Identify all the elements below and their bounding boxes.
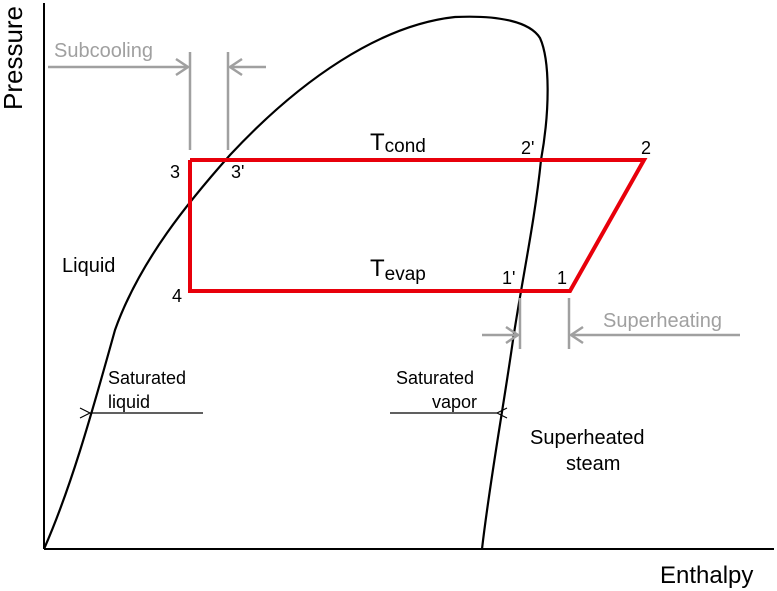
superheating-annotation <box>482 298 740 349</box>
t-evap-label: Tevap <box>370 255 426 285</box>
t-cond-label: Tcond <box>370 129 426 157</box>
superheating-label: Superheating <box>603 310 722 332</box>
point-2-prime-label: 2' <box>521 138 534 158</box>
t-evap-subscript: evap <box>385 264 426 285</box>
superheated-steam-label-line1: Superheated <box>530 427 645 449</box>
t-evap-main: T <box>370 255 385 282</box>
saturated-liquid-label-line1: Saturated <box>108 368 186 388</box>
t-cond-main: T <box>370 129 385 156</box>
y-axis-label: Pressure <box>0 6 28 110</box>
saturated-vapor-label-line2: vapor <box>432 392 477 412</box>
saturated-liquid-label-line2: liquid <box>108 392 150 412</box>
point-2-label: 2 <box>641 138 651 158</box>
point-1-prime-label: 1' <box>502 268 515 288</box>
refrigeration-cycle <box>188 158 648 293</box>
superheated-steam-label-line2: steam <box>566 453 620 475</box>
point-3-label: 3 <box>170 162 180 182</box>
saturation-dome-curve <box>42 15 549 550</box>
saturated-vapor-label-line1: Saturated <box>396 368 474 388</box>
point-1-label: 1 <box>557 268 567 288</box>
x-axis-label: Enthalpy <box>660 562 753 589</box>
subcooling-annotation <box>48 52 266 150</box>
liquid-region-label: Liquid <box>62 255 115 277</box>
subcooling-label: Subcooling <box>54 40 153 62</box>
t-cond-subscript: cond <box>385 136 426 157</box>
point-3-prime-label: 3' <box>231 162 244 182</box>
point-4-label: 4 <box>172 286 182 306</box>
